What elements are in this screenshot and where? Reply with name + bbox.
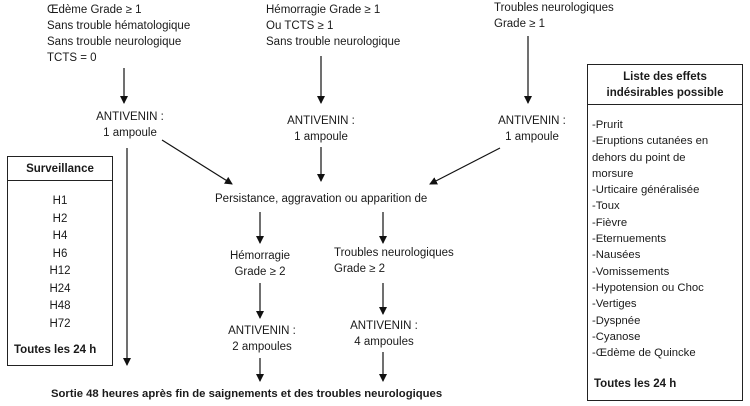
col3-dose-amount: 1 ampoule xyxy=(505,131,559,143)
surveillance-hour: H4 xyxy=(52,230,68,242)
col1-dose: ANTIVENIN : 1 ampoule xyxy=(84,109,176,141)
arrow-col3-dose-to-persistence xyxy=(429,147,501,185)
side-effect-item: -Toux xyxy=(592,200,620,213)
col3-dose-label: ANTIVENIN : xyxy=(498,115,566,127)
hemorrhage-condition-line: Grade ≥ 2 xyxy=(234,266,286,278)
surveillance-hour: H12 xyxy=(49,265,71,277)
col3-criteria: Troubles neurologiques Grade ≥ 1 xyxy=(494,0,614,32)
col1-criteria: Œdème Grade ≥ 1 Sans trouble hématologiq… xyxy=(47,2,190,66)
neuro-dose-label: ANTIVENIN : xyxy=(350,320,418,332)
side-effects-divider xyxy=(588,104,742,105)
col1-criteria-line: Œdème Grade ≥ 1 xyxy=(47,4,142,16)
col2-criteria-line: Ou TCTS ≥ 1 xyxy=(266,20,334,32)
neuro-dose-amount: 4 ampoules xyxy=(354,336,414,348)
arrow-col1-dose-to-persistence xyxy=(161,139,233,185)
side-effect-item: -Eternuements xyxy=(592,233,667,246)
side-effects-title-line: Liste des effets xyxy=(623,71,707,83)
surveillance-title: Surveillance xyxy=(26,163,94,175)
side-effects-title-line: indésirables possible xyxy=(606,87,724,99)
surveillance-hour: H72 xyxy=(49,317,71,330)
col2-criteria: Hémorragie Grade ≥ 1 Ou TCTS ≥ 1 Sans tr… xyxy=(266,2,400,50)
neuro-condition-line: Troubles neurologiques xyxy=(334,247,454,259)
side-effect-item: -Nausées xyxy=(592,249,641,262)
side-effects-list: -Prurit -Eruptions cutanées en dehors du… xyxy=(592,117,708,361)
hemorrhage-dose: ANTIVENIN : 2 ampoules xyxy=(212,323,312,355)
surveillance-divider xyxy=(8,180,112,181)
side-effect-item: -Hypotension ou Choc xyxy=(592,281,704,294)
neuro-condition: Troubles neurologiques Grade ≥ 2 xyxy=(334,245,454,277)
side-effect-item: -Cyanose xyxy=(592,330,641,343)
side-effect-item: -Dyspnée xyxy=(592,314,641,327)
neuro-dose: ANTIVENIN : 4 ampoules xyxy=(336,318,432,350)
surveillance-hour: H2 xyxy=(52,212,68,225)
hemorrhage-dose-label: ANTIVENIN : xyxy=(228,325,296,337)
col1-criteria-line: TCTS = 0 xyxy=(47,52,97,64)
surveillance-hour: H48 xyxy=(49,300,71,312)
col3-criteria-line: Troubles neurologiques xyxy=(494,2,614,14)
col2-dose-amount: 1 ampoule xyxy=(294,131,348,143)
neuro-condition-line: Grade ≥ 2 xyxy=(334,263,386,275)
exit-criteria: Sortie 48 heures après fin de saignement… xyxy=(51,388,443,400)
surveillance-hours: H1 H2 H4 H6 H12 H24 H48 H72 xyxy=(8,193,112,333)
col1-dose-amount: 1 ampoule xyxy=(103,127,157,139)
side-effect-item: -Eruptions cutanées en xyxy=(592,135,709,148)
side-effect-item: -Fièvre xyxy=(592,216,628,229)
side-effect-item: -Œdème de Quincke xyxy=(592,347,696,360)
side-effects-footer: Toutes les 24 h xyxy=(594,378,677,390)
side-effect-item: -Urticaire généralisée xyxy=(592,184,700,197)
side-effect-item: -Vomissements xyxy=(592,265,670,278)
side-effects-box: Liste des effets indésirables possible -… xyxy=(587,64,743,401)
col2-dose: ANTIVENIN : 1 ampoule xyxy=(275,113,367,145)
surveillance-hour: H24 xyxy=(49,282,71,295)
side-effect-item: morsure xyxy=(592,167,634,180)
side-effects-title: Liste des effets indésirables possible xyxy=(588,69,742,101)
col1-criteria-line: Sans trouble hématologique xyxy=(47,20,191,32)
col3-dose: ANTIVENIN : 1 ampoule xyxy=(486,113,578,145)
surveillance-hour: H1 xyxy=(52,195,68,207)
col2-criteria-line: Sans trouble neurologique xyxy=(266,36,401,48)
hemorrhage-condition: Hémorragie Grade ≥ 2 xyxy=(210,248,310,280)
persistence-label: Persistance, aggravation ou apparition d… xyxy=(215,193,428,205)
col2-criteria-line: Hémorragie Grade ≥ 1 xyxy=(266,4,381,16)
side-effect-item: dehors du point de xyxy=(592,151,686,164)
hemorrhage-condition-line: Hémorragie xyxy=(229,250,291,262)
surveillance-box: Surveillance H1 H2 H4 H6 H12 H24 H48 H72… xyxy=(7,156,113,366)
col1-dose-label: ANTIVENIN : xyxy=(96,111,164,123)
hemorrhage-dose-amount: 2 ampoules xyxy=(232,341,292,353)
col2-dose-label: ANTIVENIN : xyxy=(287,115,355,127)
col1-criteria-line: Sans trouble neurologique xyxy=(47,36,182,48)
surveillance-footer: Toutes les 24 h xyxy=(14,344,97,356)
side-effect-item: -Vertiges xyxy=(592,298,637,311)
side-effect-item: -Prurit xyxy=(592,119,623,131)
col3-criteria-line: Grade ≥ 1 xyxy=(494,18,546,30)
surveillance-hour: H6 xyxy=(52,247,68,260)
